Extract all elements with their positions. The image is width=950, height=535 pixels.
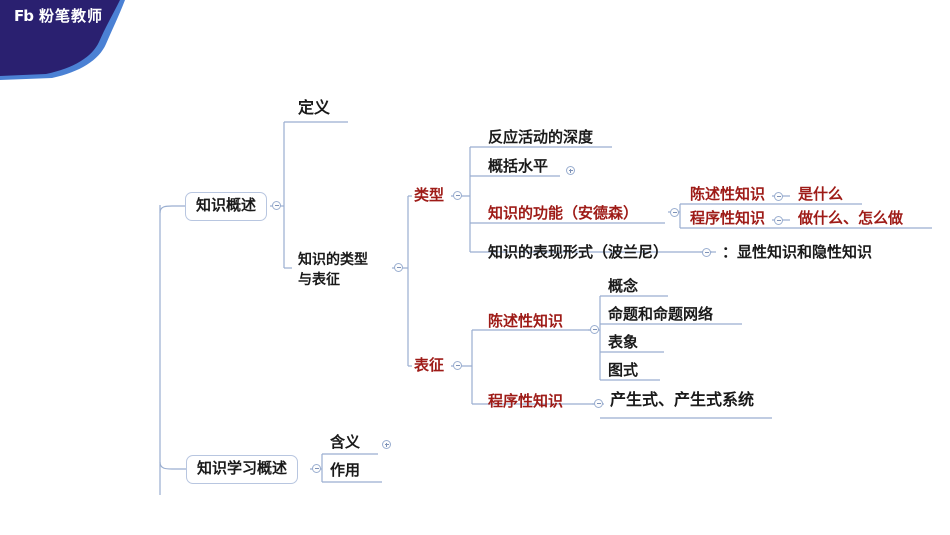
node-production-systems[interactable]: 产生式、产生式系统 xyxy=(606,390,758,413)
toggle-procedural-knowledge-type[interactable] xyxy=(774,216,783,225)
node-label: 定义 xyxy=(298,100,331,117)
node-label: 知识的表现形式（波兰尼） xyxy=(488,244,669,261)
node-label: 表征 xyxy=(414,357,445,374)
toggle-type[interactable] xyxy=(453,191,462,200)
toggle-form-polanyi[interactable] xyxy=(702,248,711,257)
node-label: 程序性知识 xyxy=(690,210,766,227)
node-label: 知识的功能（安德森） xyxy=(488,205,639,222)
node-label: 概念 xyxy=(608,278,639,295)
wire-root-to-learning xyxy=(159,461,186,470)
node-meaning[interactable]: 含义 xyxy=(326,433,364,455)
node-declarative-knowledge-rep[interactable]: 陈述性知识 xyxy=(484,312,567,334)
node-label: 做什么、怎么做 xyxy=(798,210,904,227)
node-label: 知识概述 xyxy=(196,197,257,214)
node-label-line1: 知识的类型 xyxy=(298,251,368,267)
node-form-polanyi-value[interactable]: ：显性知识和隐性知识 xyxy=(718,243,876,265)
node-function-anderson[interactable]: 知识的功能（安德森） xyxy=(484,204,642,226)
node-declarative-knowledge-type[interactable]: 陈述性知识 xyxy=(686,185,769,207)
node-label: 知识学习概述 xyxy=(197,460,288,477)
node-concept[interactable]: 概念 xyxy=(604,277,642,299)
toggle-knowledge-learning-overview[interactable] xyxy=(312,464,321,473)
wire-root-to-overview xyxy=(159,205,185,214)
node-label: 类型 xyxy=(414,187,445,204)
node-knowledge-learning-overview[interactable]: 知识学习概述 xyxy=(186,455,299,484)
node-depth-of-response[interactable]: 反应活动的深度 xyxy=(484,128,597,150)
toggle-representation[interactable] xyxy=(453,361,462,370)
node-label: 概括水平 xyxy=(488,158,549,175)
toggle-meaning[interactable] xyxy=(382,440,391,449)
toggle-knowledge-overview[interactable] xyxy=(272,201,281,210)
node-knowledge-overview[interactable]: 知识概述 xyxy=(185,192,268,221)
node-label: 作用 xyxy=(330,462,361,479)
node-procedural-knowledge-rep[interactable]: 程序性知识 xyxy=(484,392,567,414)
node-image-representation[interactable]: 表象 xyxy=(604,333,642,355)
node-representation[interactable]: 表征 xyxy=(410,356,448,378)
node-label: 命题和命题网络 xyxy=(608,306,714,323)
node-procedural-knowledge-type-value[interactable]: 做什么、怎么做 xyxy=(794,209,907,231)
node-proposition-network[interactable]: 命题和命题网络 xyxy=(604,305,717,327)
toggle-type-and-representation[interactable] xyxy=(394,263,403,272)
node-type-and-representation[interactable]: 知识的类型 与表征 xyxy=(294,248,372,292)
node-label: 程序性知识 xyxy=(488,393,564,410)
toggle-declarative-knowledge-type[interactable] xyxy=(774,192,783,201)
node-generalization-level[interactable]: 概括水平 xyxy=(484,157,552,179)
node-label: 是什么 xyxy=(798,186,844,203)
node-label: 含义 xyxy=(330,434,361,451)
node-label-line2: 与表征 xyxy=(298,271,340,288)
toggle-generalization-level[interactable] xyxy=(566,166,575,175)
node-schema[interactable]: 图式 xyxy=(604,361,642,383)
node-definition[interactable]: 定义 xyxy=(294,98,334,121)
node-label: 陈述性知识 xyxy=(488,313,564,330)
node-label: ：显性知识和隐性知识 xyxy=(722,244,873,261)
toggle-function-anderson[interactable] xyxy=(670,208,679,217)
node-type[interactable]: 类型 xyxy=(410,186,448,208)
node-label: 表象 xyxy=(608,334,639,351)
toggle-procedural-knowledge-rep[interactable] xyxy=(594,399,603,408)
node-label: 反应活动的深度 xyxy=(488,129,594,146)
node-label: 图式 xyxy=(608,362,639,379)
node-label: 产生式、产生式系统 xyxy=(610,392,755,409)
toggle-declarative-knowledge-rep[interactable] xyxy=(590,325,599,334)
node-declarative-knowledge-type-value[interactable]: 是什么 xyxy=(794,185,847,207)
node-procedural-knowledge-type[interactable]: 程序性知识 xyxy=(686,209,769,231)
node-form-polanyi[interactable]: 知识的表现形式（波兰尼） xyxy=(484,243,672,265)
node-label: 陈述性知识 xyxy=(690,186,766,203)
node-function[interactable]: 作用 xyxy=(326,461,364,483)
